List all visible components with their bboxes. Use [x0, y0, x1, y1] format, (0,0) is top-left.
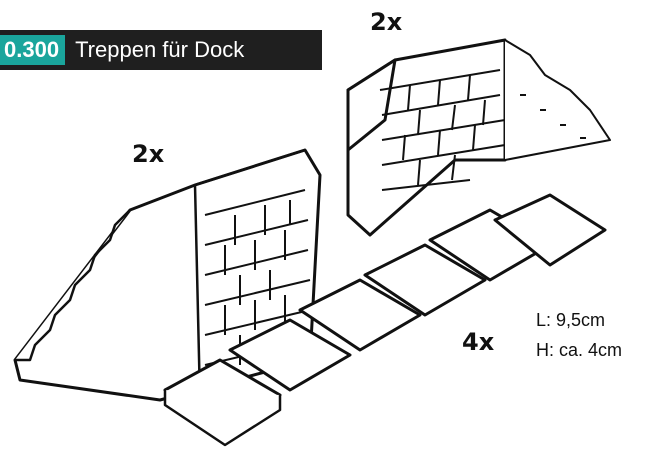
wall-block-quantity: 2x: [370, 8, 403, 36]
product-title: Treppen für Dock: [75, 37, 245, 62]
paver-tiles-drawing: [163, 193, 607, 447]
height-dimension: H: ca. 4cm: [536, 340, 623, 360]
staircase-drawing: [13, 148, 322, 402]
title-banner: 0.300 Treppen für Dock: [0, 30, 322, 70]
wall-block-drawing: [346, 38, 611, 237]
product-code-badge: 0.300: [0, 35, 66, 65]
pavers-quantity: 4x: [462, 328, 495, 356]
staircase-quantity: 2x: [132, 140, 165, 168]
length-dimension: L: 9,5cm: [536, 310, 606, 330]
